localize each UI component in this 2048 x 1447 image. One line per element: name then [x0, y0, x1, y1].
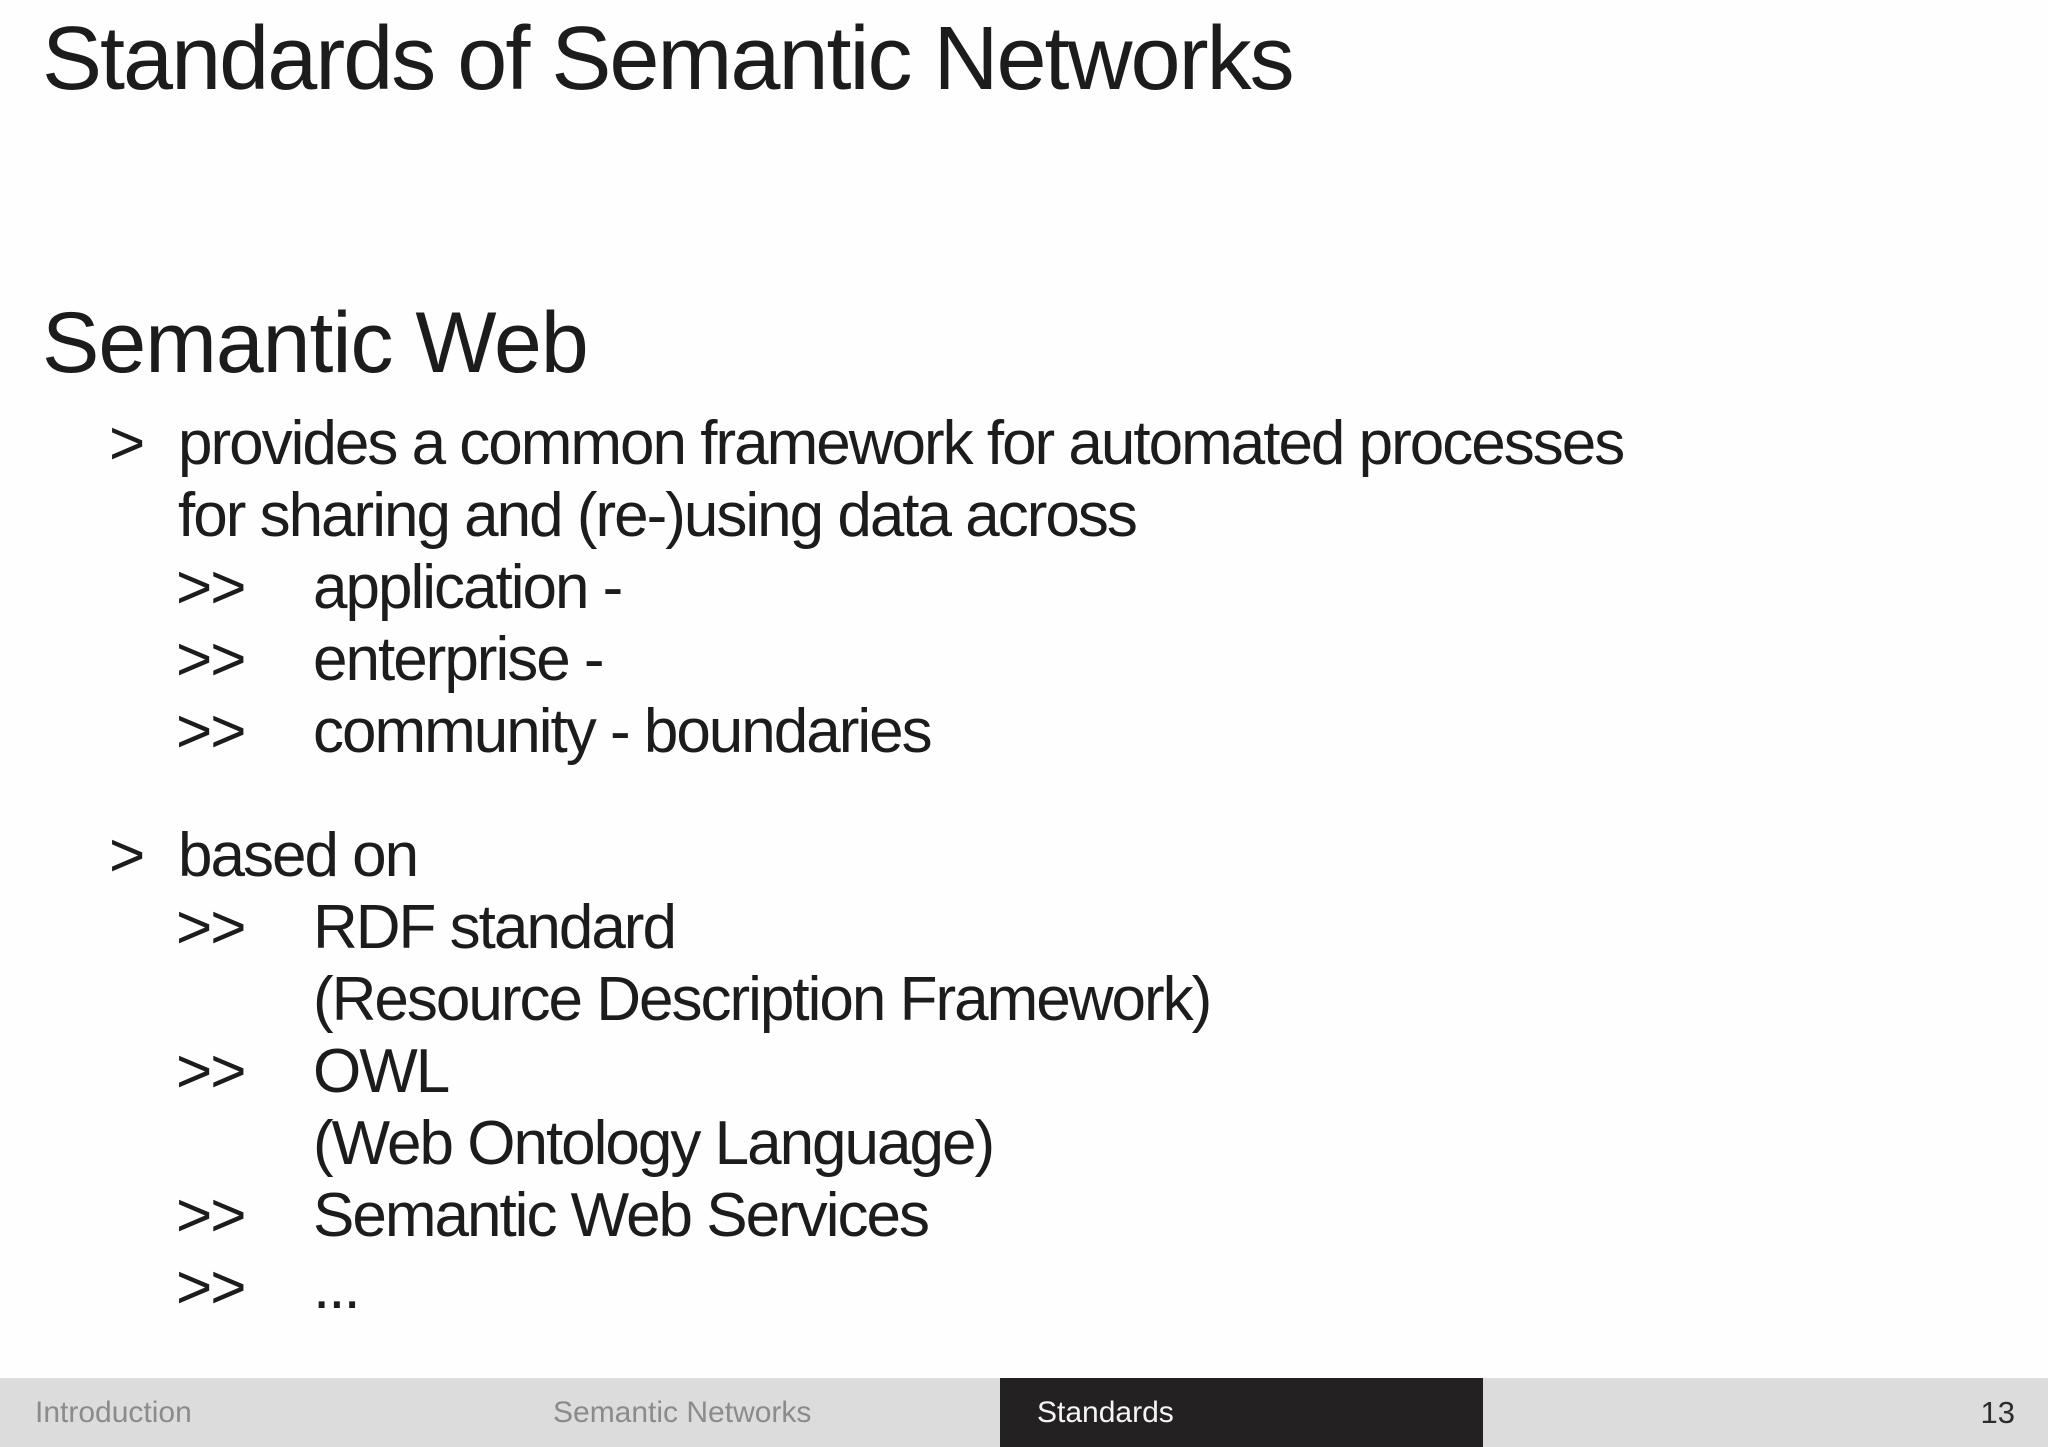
bullet-item: > provides a common framework for automa… [109, 408, 1625, 552]
footer-section-standards-active[interactable]: Standards [1000, 1378, 1483, 1447]
bullet-marker: >> [176, 1037, 246, 1106]
bullet-text: for sharing and (re-)using data across [178, 481, 1138, 550]
bullet-text: (Resource Description Framework) [313, 965, 1212, 1034]
bullet-list: > provides a common framework for automa… [109, 408, 1625, 1324]
slide-heading: Semantic Web [42, 295, 589, 391]
bullet-marker: >> [176, 697, 246, 766]
footer-navigation-bar: Introduction Semantic Networks Standards… [0, 1378, 2048, 1447]
bullet-marker: > [109, 821, 145, 890]
bullet-text: enterprise - [313, 625, 605, 694]
bullet-item: >> ... [109, 1252, 1623, 1324]
bullet-text: (Web Ontology Language) [313, 1109, 995, 1178]
slide-title: Standards of Semantic Networks [42, 9, 1295, 109]
bullet-text: application - [313, 553, 623, 622]
bullet-item: >> RDF standard (Resource Description Fr… [109, 892, 1623, 1036]
page-number: 13 [1980, 1394, 2015, 1430]
bullet-marker: >> [176, 553, 246, 622]
footer-section-semantic-networks[interactable]: Semantic Networks [553, 1395, 812, 1429]
bullet-item: >> community - boundaries [109, 696, 1623, 768]
bullet-item: > based on [109, 820, 1623, 892]
bullet-marker: >> [176, 1181, 246, 1250]
bullet-marker: >> [176, 1253, 246, 1322]
bullet-text: Semantic Web Services [313, 1181, 930, 1250]
bullet-text: provides a common framework for automate… [178, 409, 1625, 478]
bullet-text: OWL [313, 1037, 450, 1106]
bullet-marker: >> [176, 625, 246, 694]
bullet-item: >> enterprise - [109, 624, 1623, 696]
bullet-item: >> Semantic Web Services [109, 1180, 1623, 1252]
bullet-item: >> OWL (Web Ontology Language) [109, 1036, 1623, 1180]
bullet-text: based on [178, 821, 419, 890]
bullet-marker: >> [176, 893, 246, 962]
bullet-text: ... [313, 1253, 361, 1322]
bullet-text: RDF standard [313, 893, 677, 962]
footer-section-introduction[interactable]: Introduction [35, 1395, 192, 1429]
bullet-marker: > [109, 409, 145, 478]
bullet-text: community - boundaries [313, 697, 933, 766]
bullet-item: >> application - [109, 552, 1623, 624]
